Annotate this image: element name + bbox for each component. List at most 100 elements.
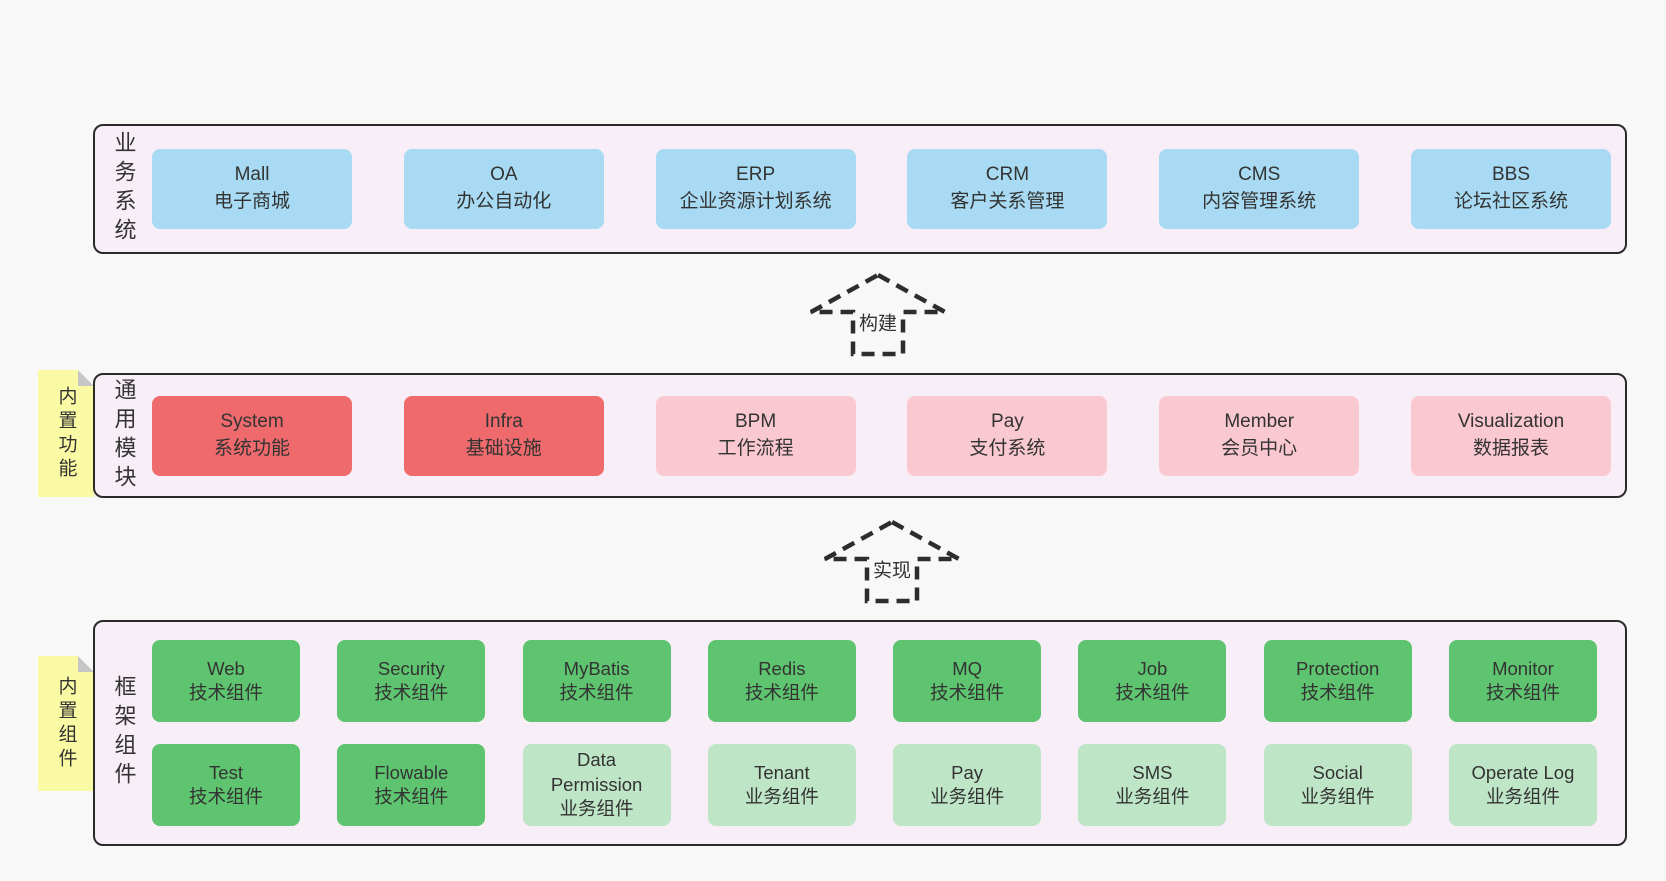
box-security: Security 技术组件 — [337, 640, 486, 722]
box-sms: SMS 业务组件 — [1078, 744, 1227, 826]
box-title: BBS — [1491, 164, 1530, 186]
box-subtitle: 工作流程 — [717, 437, 794, 459]
box-flowable: Flowable 技术组件 — [337, 744, 486, 826]
box-subtitle: 业务组件 — [744, 786, 819, 807]
box-subtitle: 技术组件 — [1300, 682, 1375, 703]
box-title: Web — [207, 657, 245, 679]
box-mall: Mall 电子商城 — [152, 149, 352, 229]
box-subtitle: 论坛社区系统 — [1453, 191, 1568, 212]
box-subtitle: 业务组件 — [1300, 786, 1375, 807]
box-title: System — [220, 410, 284, 432]
box-subtitle: 业务组件 — [1115, 786, 1190, 807]
box-subtitle: 业务组件 — [559, 798, 634, 820]
box-subtitle: 业务组件 — [930, 786, 1005, 807]
sticky-note-text: 内置组件 — [55, 675, 77, 772]
box-mq: MQ 技术组件 — [893, 640, 1042, 722]
box-title: MyBatis — [563, 657, 630, 679]
box-title: Visualization — [1457, 410, 1565, 432]
layer-content: Mall 电子商城 OA 办公自动化 ERP 企业资源计划系统 CRM 客户关系… — [152, 126, 1625, 252]
sticky-note-builtin-features: 内置功能 — [38, 370, 94, 497]
box-oa: OA 办公自动化 — [403, 149, 604, 229]
box-title: Social — [1312, 761, 1363, 783]
box-title: Infra — [484, 410, 523, 432]
box-system: System 系统功能 — [152, 395, 352, 476]
box-title: Job — [1137, 657, 1168, 679]
box-subtitle: 办公自动化 — [456, 191, 552, 212]
box-tenant: Tenant 业务组件 — [707, 744, 856, 826]
box-subtitle: 技术组件 — [930, 682, 1005, 703]
box-subtitle: 电子商城 — [213, 191, 290, 212]
box-subtitle: 技术组件 — [559, 682, 634, 703]
box-title: Security — [377, 657, 445, 679]
box-operate-log: Operate Log 业务组件 — [1448, 744, 1597, 826]
box-subtitle: 技术组件 — [188, 682, 263, 703]
box-data-permission: Data Permission 业务组件 — [522, 744, 671, 826]
box-subtitle: 系统功能 — [213, 437, 290, 459]
layer-content: Web 技术组件 Security 技术组件 MyBatis 技术组件 Redi… — [152, 622, 1625, 844]
box-title: Test — [209, 761, 243, 783]
layer-label: 通用模块 — [95, 375, 152, 496]
box-subtitle: 企业资源计划系统 — [679, 191, 832, 212]
box-bpm: BPM 工作流程 — [655, 395, 856, 476]
box-pay-component: Pay 业务组件 — [893, 744, 1042, 826]
implement-arrow: 实现 — [822, 519, 962, 604]
box-title: ERP — [736, 164, 776, 186]
box-title: Monitor — [1492, 657, 1554, 679]
layer-label: 框架组件 — [95, 622, 152, 844]
box-subtitle: 技术组件 — [374, 682, 449, 703]
box-subtitle: 技术组件 — [188, 786, 263, 807]
box-title: Protection — [1296, 657, 1380, 679]
box-title: MQ — [952, 657, 983, 679]
box-pay-system: Pay 支付系统 — [907, 395, 1108, 476]
box-title: BPM — [735, 410, 777, 432]
box-title: Pay — [991, 410, 1024, 432]
box-title: OA — [490, 164, 518, 186]
layer-common-modules: 通用模块 System 系统功能 Infra 基础设施 BPM 工作流程 Pay… — [93, 373, 1627, 498]
layer-label: 业务系统 — [95, 126, 152, 252]
box-bbs: BBS 论坛社区系统 — [1410, 149, 1611, 229]
build-arrow: 构建 — [808, 272, 948, 357]
box-subtitle: 会员中心 — [1221, 437, 1298, 459]
box-title: Flowable — [374, 761, 449, 783]
box-title: Pay — [951, 761, 984, 783]
arrow-label: 实现 — [869, 554, 915, 584]
box-title: Operate Log — [1471, 761, 1575, 783]
box-test: Test 技术组件 — [152, 744, 300, 826]
box-subtitle: 内容管理系统 — [1202, 191, 1317, 212]
layer-label-text: 框架组件 — [111, 675, 137, 791]
box-subtitle: 支付系统 — [969, 437, 1046, 459]
layer-content: System 系统功能 Infra 基础设施 BPM 工作流程 Pay 支付系统… — [152, 375, 1625, 496]
box-crm: CRM 客户关系管理 — [907, 149, 1108, 229]
box-subtitle: 技术组件 — [374, 786, 449, 807]
box-title: SMS — [1132, 761, 1173, 783]
sticky-note-text: 内置功能 — [55, 385, 77, 482]
box-member: Member 会员中心 — [1159, 395, 1360, 476]
box-title: CRM — [985, 164, 1030, 186]
box-subtitle: 技术组件 — [744, 682, 819, 703]
layer-label-text: 业务系统 — [111, 131, 137, 247]
layer-label-text: 通用模块 — [111, 377, 137, 494]
box-monitor: Monitor 技术组件 — [1448, 640, 1597, 722]
layer-business-systems: 业务系统 Mall 电子商城 OA 办公自动化 ERP 企业资源计划系统 CRM… — [93, 124, 1627, 254]
arrow-label: 构建 — [855, 307, 901, 337]
component-row-1: Web 技术组件 Security 技术组件 MyBatis 技术组件 Redi… — [152, 640, 1597, 722]
box-title: CMS — [1238, 164, 1281, 186]
box-subtitle: 技术组件 — [1485, 682, 1560, 703]
box-visualization: Visualization 数据报表 — [1410, 395, 1611, 476]
box-infra: Infra 基础设施 — [403, 395, 604, 476]
box-job: Job 技术组件 — [1078, 640, 1227, 722]
box-title: Member — [1224, 410, 1295, 432]
box-title: Redis — [758, 657, 806, 679]
box-subtitle: 客户关系管理 — [950, 191, 1065, 212]
box-subtitle: 业务组件 — [1485, 786, 1560, 807]
box-mybatis: MyBatis 技术组件 — [522, 640, 671, 722]
box-erp: ERP 企业资源计划系统 — [655, 149, 856, 229]
component-row-2: Test 技术组件 Flowable 技术组件 Data Permission … — [152, 744, 1597, 826]
box-social: Social 业务组件 — [1263, 744, 1412, 826]
box-web: Web 技术组件 — [152, 640, 300, 722]
box-subtitle: 基础设施 — [465, 437, 542, 459]
box-protection: Protection 技术组件 — [1263, 640, 1412, 722]
box-title: Tenant — [754, 761, 810, 783]
box-subtitle: 技术组件 — [1115, 682, 1190, 703]
